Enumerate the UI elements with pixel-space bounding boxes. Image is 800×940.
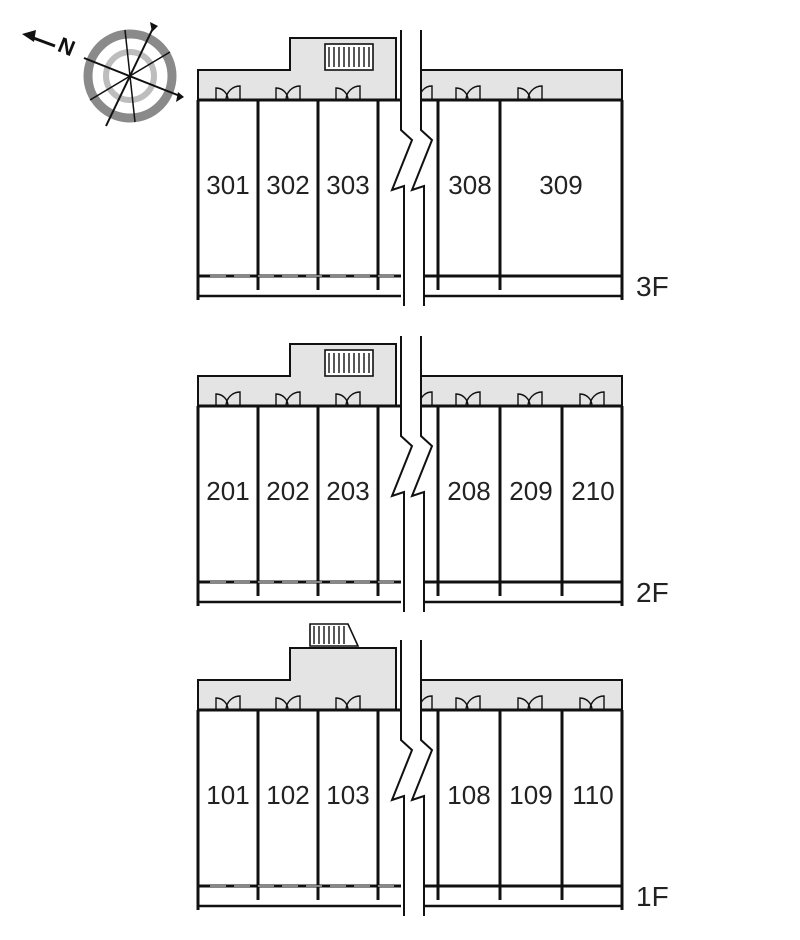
door-arc — [517, 393, 531, 407]
break-zigzag — [410, 734, 434, 916]
unit-label-201: 201 — [206, 476, 249, 506]
floor-block-3f: 301 302 303 308 309 3F — [196, 30, 669, 310]
break-zigzag — [390, 124, 414, 306]
door-arc — [455, 87, 469, 101]
break-gap — [401, 640, 422, 920]
compass-icon: N — [22, 22, 184, 127]
door-arc — [517, 87, 531, 101]
door-arc — [345, 85, 361, 101]
unit-label-101: 101 — [206, 780, 249, 810]
door-arc — [589, 695, 605, 711]
door-arc — [455, 697, 469, 711]
unit-label-301: 301 — [206, 170, 249, 200]
corridor-right — [419, 69, 623, 101]
break-gap — [401, 336, 422, 616]
unit-label-102: 102 — [266, 780, 309, 810]
door-arc — [527, 391, 543, 407]
door-arc — [215, 87, 229, 101]
floor-block-2f: 201 202 203 208 209 210 2F — [196, 336, 669, 616]
break-zigzag — [390, 734, 414, 916]
unit-label-109: 109 — [509, 780, 552, 810]
unit-label-303: 303 — [326, 170, 369, 200]
door-arc — [579, 697, 593, 711]
compass-north-label: N — [54, 32, 78, 61]
unit-label-302: 302 — [266, 170, 309, 200]
unit-label-202: 202 — [266, 476, 309, 506]
unit-label-108: 108 — [447, 780, 490, 810]
break-gap — [401, 30, 422, 310]
unit-label-203: 203 — [326, 476, 369, 506]
door-arc — [465, 85, 481, 101]
door-arc — [225, 695, 241, 711]
floor-label-1f: 1F — [636, 881, 669, 912]
floor-block-1f: 101 102 103 108 109 110 1F — [196, 623, 669, 920]
unit-label-308: 308 — [448, 170, 491, 200]
corridor-left — [197, 647, 397, 711]
floor-label-2f: 2F — [636, 577, 669, 608]
break-zigzag — [410, 124, 434, 306]
door-arc — [225, 85, 241, 101]
unit-label-209: 209 — [509, 476, 552, 506]
door-arc — [455, 393, 469, 407]
door-arc — [275, 393, 289, 407]
door-arc — [465, 391, 481, 407]
door-arc — [275, 87, 289, 101]
door-arc — [285, 391, 301, 407]
break-zigzag — [390, 430, 414, 612]
unit-label-110: 110 — [572, 780, 613, 810]
unit-label-103: 103 — [326, 780, 369, 810]
door-arc — [225, 391, 241, 407]
door-arc — [527, 85, 543, 101]
break-zigzag — [410, 430, 434, 612]
door-arc — [345, 695, 361, 711]
door-arc — [579, 393, 593, 407]
door-arc — [285, 695, 301, 711]
door-arc — [527, 695, 543, 711]
door-arc — [285, 85, 301, 101]
unit-label-309: 309 — [539, 170, 582, 200]
unit-label-210: 210 — [571, 476, 614, 506]
door-arc — [215, 393, 229, 407]
door-arc — [589, 391, 605, 407]
door-arc — [465, 695, 481, 711]
door-arc — [335, 87, 349, 101]
floor-label-3f: 3F — [636, 271, 669, 302]
door-arc — [517, 697, 531, 711]
door-arc — [335, 393, 349, 407]
door-arc — [335, 697, 349, 711]
door-arc — [215, 697, 229, 711]
door-arc — [275, 697, 289, 711]
door-arc — [345, 391, 361, 407]
unit-label-208: 208 — [447, 476, 490, 506]
